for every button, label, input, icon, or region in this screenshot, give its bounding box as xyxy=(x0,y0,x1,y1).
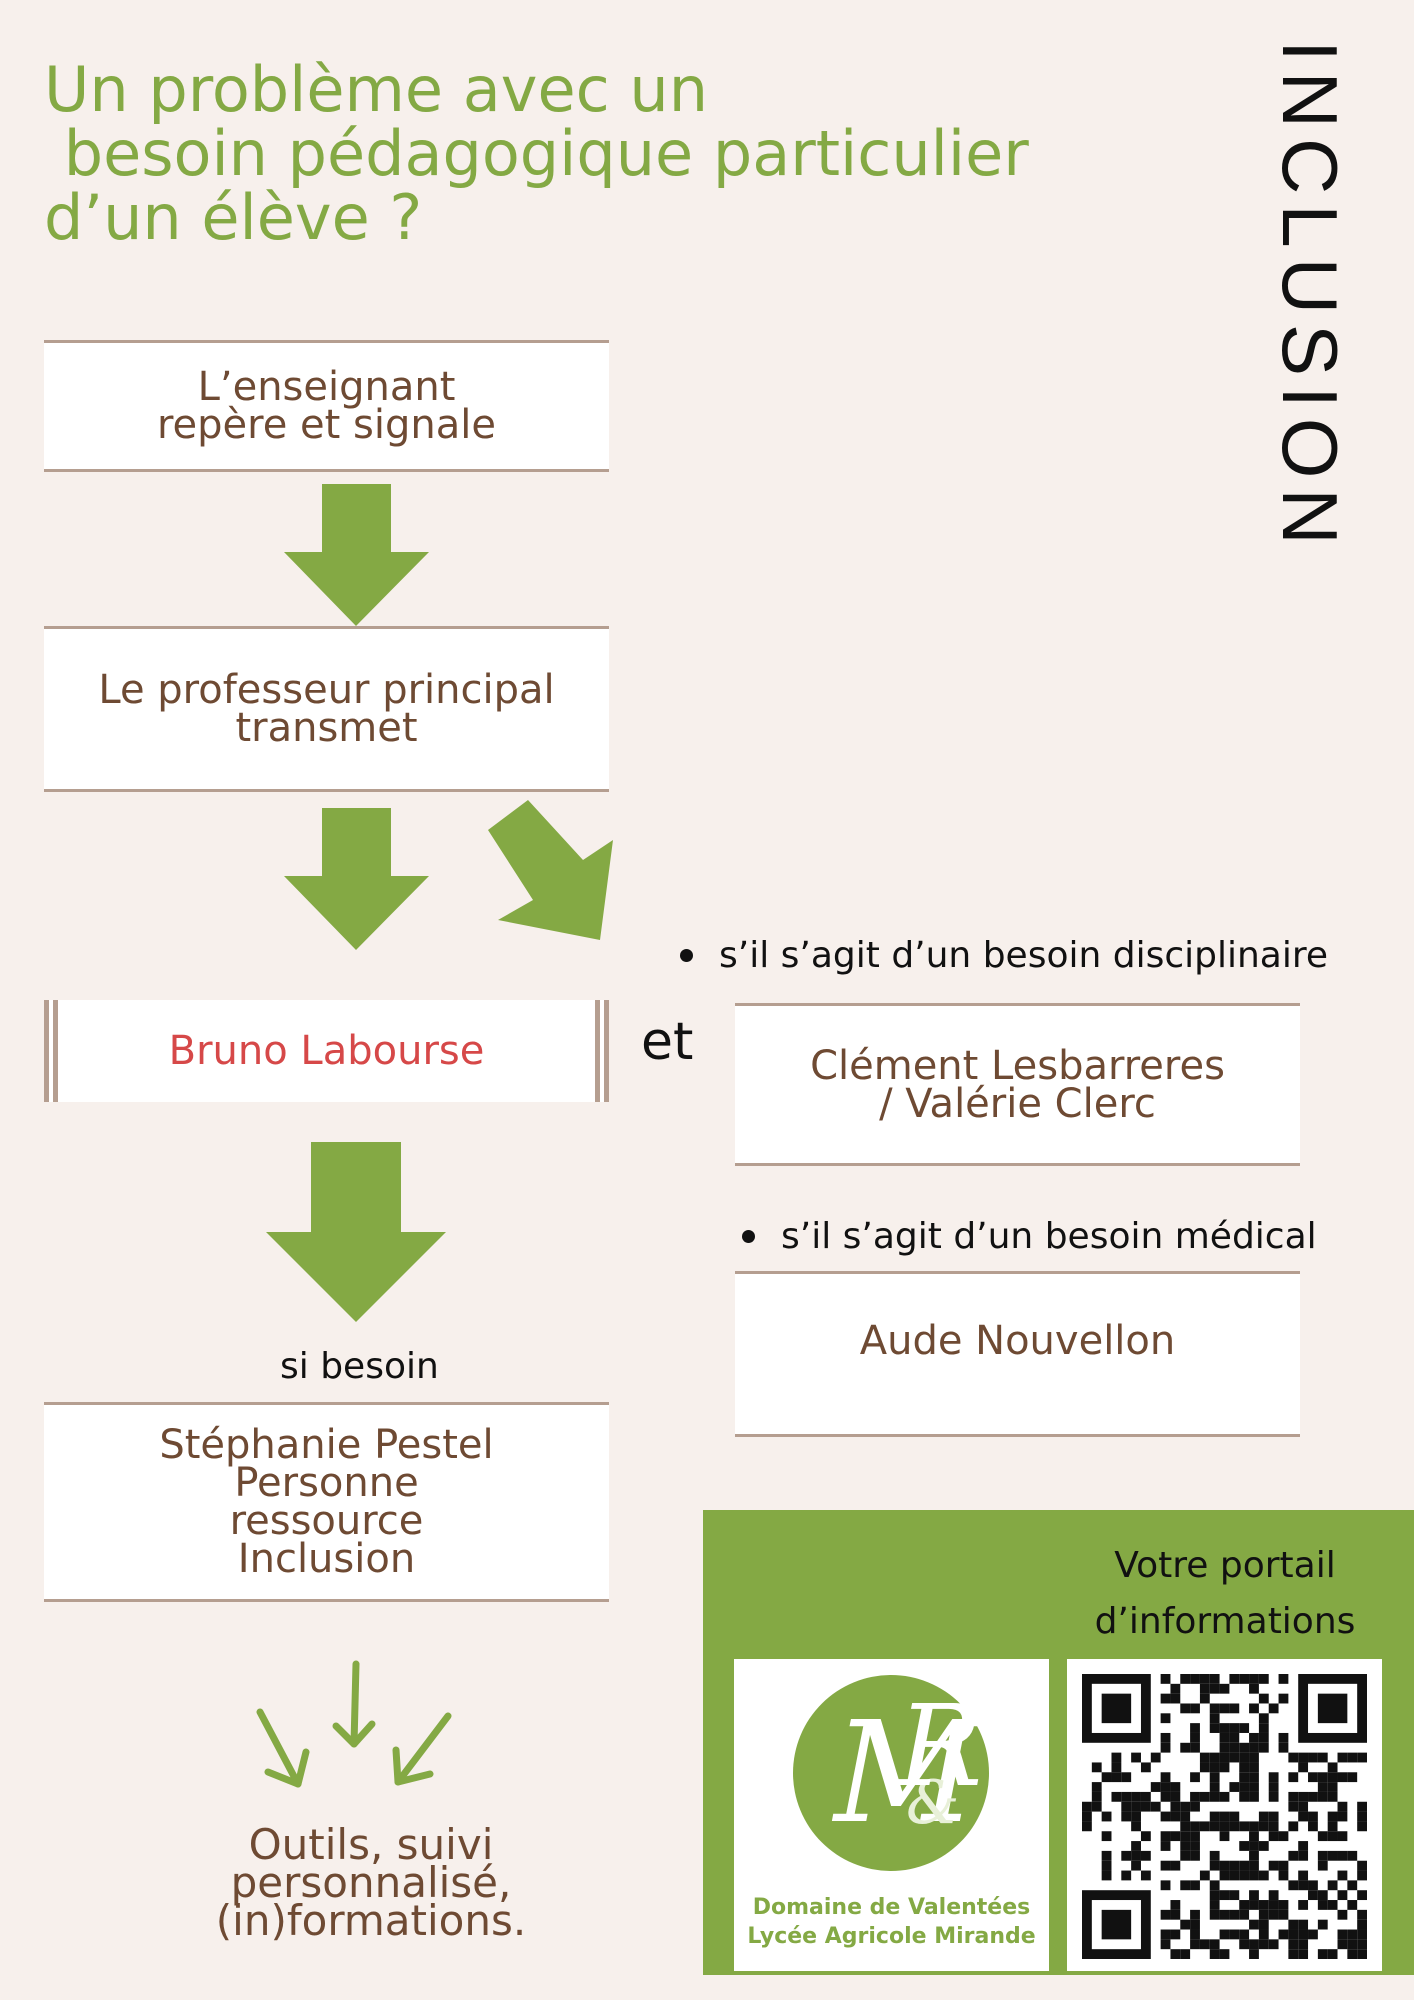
bullet-dot xyxy=(742,1229,755,1243)
arrow-down-icon xyxy=(284,484,429,626)
arrow-down-icon xyxy=(266,1142,446,1322)
side-title: INCLUSION xyxy=(1266,40,1354,555)
logo-m-glyph: M xyxy=(831,1692,981,1855)
if-needed-label: si besoin xyxy=(280,1346,439,1387)
qr-card xyxy=(1067,1659,1382,1971)
arrow-down-icon xyxy=(284,808,429,950)
step-medical-box: Aude Nouvellon xyxy=(735,1271,1300,1437)
condition-disciplinary-text: s’il s’agit d’un besoin disciplinaire xyxy=(719,934,1329,976)
thin-arrows-icon xyxy=(256,1660,452,1788)
condition-disciplinary: s’il s’agit d’un besoin disciplinaire xyxy=(680,925,1328,985)
logo-caption: Domaine de Valentées Lycée Agricole Mira… xyxy=(747,1895,1036,1949)
page-title: Un problème avec un besoin pédagogique p… xyxy=(44,53,1029,254)
step-inclusion-box: Stéphanie Pestel Personne ressource Incl… xyxy=(44,1402,609,1602)
step-main-teacher-box: Le professeur principal transmet xyxy=(44,626,609,792)
step-disciplinary-box: Clément Lesbarreres / Valérie Clerc xyxy=(735,1003,1300,1166)
arrow-diagonal-icon xyxy=(488,800,613,940)
step-bruno-box: Bruno Labourse xyxy=(44,1000,609,1102)
portal-label: Votre portail d’informations xyxy=(1094,1545,1356,1642)
logo-card: M & R Domaine de Valentées Lycée Agricol… xyxy=(734,1659,1049,1971)
qr-code-icon xyxy=(1082,1674,1367,1959)
outcome-text: Outils, suivi personnalisé, (in)formatio… xyxy=(215,1820,527,1945)
connector-et: et xyxy=(641,1012,694,1072)
logo-amp-glyph: & xyxy=(906,1768,959,1838)
logo-icon: M & R xyxy=(793,1675,989,1871)
logo-r-glyph: R xyxy=(896,1682,982,1812)
step-teacher-box: L’enseignant repère et signale xyxy=(44,340,609,472)
condition-medical-text: s’il s’agit d’un besoin médical xyxy=(781,1215,1317,1257)
bullet-dot xyxy=(680,948,693,962)
condition-medical: s’il s’agit d’un besoin médical xyxy=(742,1206,1317,1266)
